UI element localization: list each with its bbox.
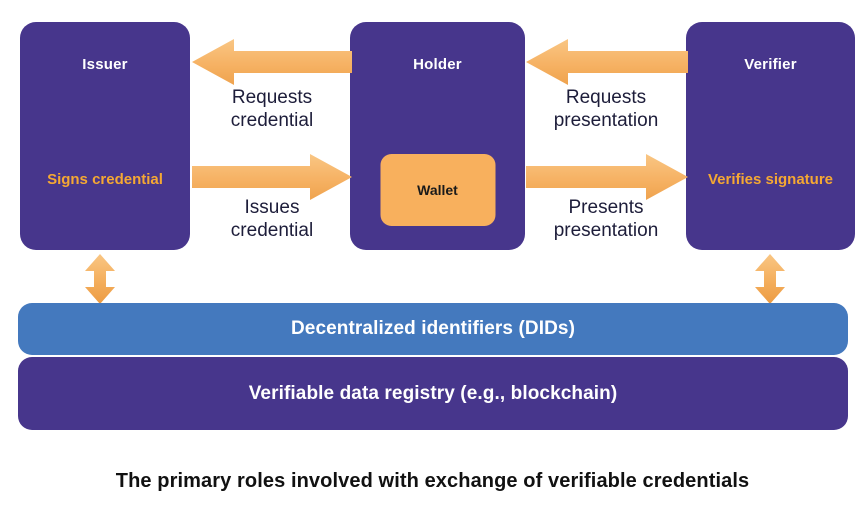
role-action-issuer: Signs credential <box>47 171 163 188</box>
layer-bar-dids[interactable]: Decentralized identifiers (DIDs) <box>18 303 848 355</box>
flow-label-presents-presentation: Presents presentation <box>553 197 659 242</box>
arrow-requests-presentation <box>526 39 688 85</box>
layer-bar-registry-label: Verifiable data registry (e.g., blockcha… <box>248 382 618 404</box>
role-title-issuer: Issuer <box>82 56 128 73</box>
role-title-verifier: Verifier <box>744 56 797 73</box>
arrow-presents-presentation <box>526 154 688 200</box>
flow-label-requests-credential: Requests credential <box>230 87 314 132</box>
layer-bar-registry[interactable]: Verifiable data registry (e.g., blockcha… <box>18 357 848 430</box>
role-box-verifier[interactable]: Verifier Verifies signature <box>686 22 855 250</box>
flow-label-requests-presentation: Requests presentation <box>553 87 659 132</box>
arrow-requests-credential <box>192 39 352 85</box>
wallet-label: Wallet <box>417 182 458 198</box>
arrow-issuer-to-dids <box>85 254 115 304</box>
arrow-verifier-to-dids <box>755 254 785 304</box>
layer-bar-dids-label: Decentralized identifiers (DIDs) <box>290 318 576 339</box>
arrow-issues-credential <box>192 154 352 200</box>
wallet-box[interactable]: Wallet <box>380 154 495 226</box>
flow-label-issues-credential: Issues credential <box>230 197 314 242</box>
role-box-issuer[interactable]: Issuer Signs credential <box>20 22 190 250</box>
role-box-holder[interactable]: Holder Wallet <box>350 22 525 250</box>
role-action-verifier: Verifies signature <box>707 171 834 188</box>
role-title-holder: Holder <box>413 56 462 73</box>
diagram-caption: The primary roles involved with exchange… <box>115 470 750 492</box>
